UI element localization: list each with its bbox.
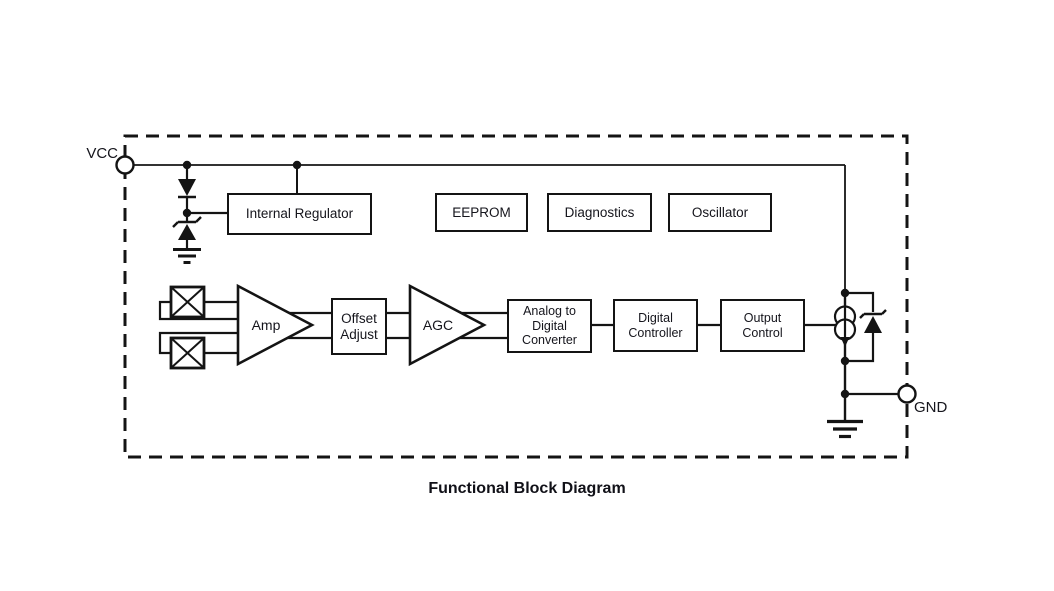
block-label-line: Output <box>743 311 782 325</box>
zener-cathode-bar <box>172 216 202 228</box>
amp-label: Amp <box>252 317 281 333</box>
cross-icon <box>170 337 205 369</box>
vcc-terminal-circle <box>115 155 135 175</box>
output-zener-diode-symbol <box>845 291 887 363</box>
vcc-terminal-label: VCC <box>86 145 118 162</box>
output-ground-symbol <box>827 419 863 439</box>
block-label-line: Digital <box>532 318 567 333</box>
diode-triangle <box>178 179 196 196</box>
block-output-control: Output Control <box>720 299 805 352</box>
block-oscillator: Oscillator <box>668 193 772 232</box>
block-label: Internal Regulator <box>245 206 354 222</box>
arrow-down-icon <box>840 337 850 347</box>
block-offset-adjust: Offset Adjust <box>331 298 387 355</box>
junction-dot <box>182 160 192 170</box>
block-internal-regulator: Internal Regulator <box>227 193 372 235</box>
block-analog-to-digital-converter: Analog to Digital Converter <box>507 299 592 353</box>
block-label-line: Adjust <box>340 326 378 342</box>
gnd-terminal-circle <box>897 384 917 404</box>
agc-triangle <box>408 283 487 367</box>
agc-block: AGC <box>408 283 487 367</box>
block-diagnostics: Diagnostics <box>547 193 652 232</box>
hall-element-2 <box>169 336 206 370</box>
block-label: Oscillator <box>691 204 749 220</box>
block-label-line: Control <box>742 325 783 340</box>
gnd-terminal-label: GND <box>914 399 948 416</box>
amp-block: Amp <box>236 283 315 367</box>
amp-triangle <box>236 283 315 367</box>
junction-dot <box>182 208 192 218</box>
block-eeprom: EEPROM <box>435 193 528 232</box>
junction-dots <box>182 160 850 399</box>
cross-icon <box>170 286 205 318</box>
zener-triangle <box>178 224 196 240</box>
block-digital-controller: Digital Controller <box>613 299 698 352</box>
junction-dot <box>840 288 850 298</box>
junction-dot <box>292 160 302 170</box>
zener-triangle <box>864 316 882 333</box>
block-label-line: Digital <box>638 311 673 325</box>
block-label-line: Converter <box>522 333 577 348</box>
block-label-line: Analog to <box>523 304 576 319</box>
hall-element-1 <box>169 285 206 319</box>
block-label: Diagnostics <box>564 204 635 220</box>
figure-caption: Functional Block Diagram <box>428 480 626 497</box>
hall-element-wires <box>158 300 242 355</box>
differential-signal-wires <box>285 311 507 340</box>
block-label-line: Offset <box>341 311 377 327</box>
die-boundary-dashed-border <box>123 134 909 459</box>
supply-ground-symbol <box>173 248 201 264</box>
junction-dot <box>840 389 850 399</box>
block-label-line: Controller <box>628 325 683 340</box>
current-source-symbol <box>833 305 857 347</box>
zener-cathode-bar <box>859 309 887 319</box>
supply-zener-diode-symbol <box>172 216 202 249</box>
agc-label: AGC <box>423 317 453 333</box>
block-label: EEPROM <box>452 204 511 220</box>
junction-dot <box>840 356 850 366</box>
